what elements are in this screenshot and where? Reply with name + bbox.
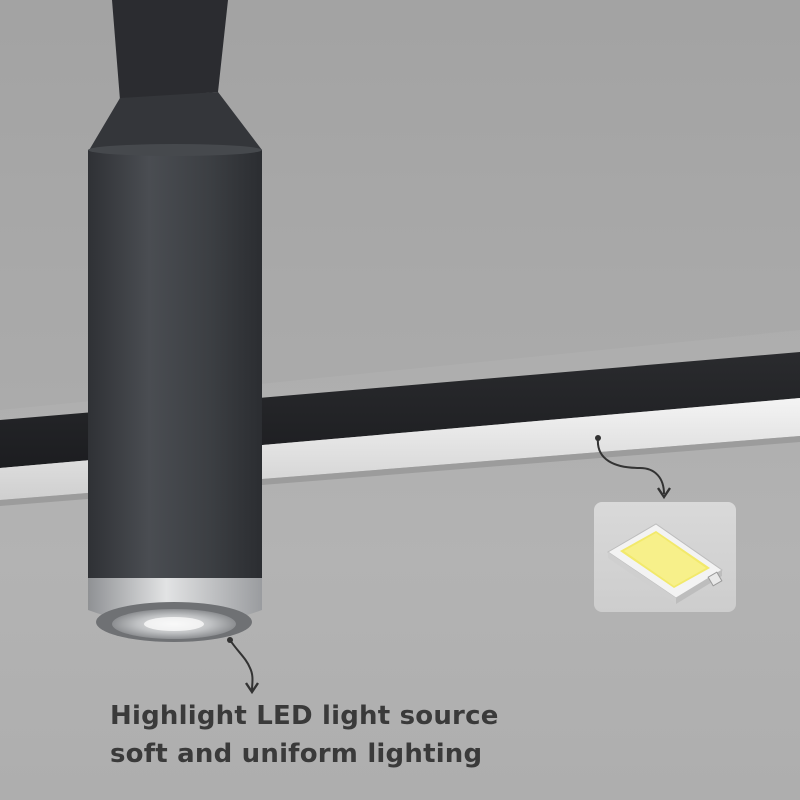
arrow-to-spotlight-text-icon	[227, 637, 259, 695]
caption-line-1: Highlight LED light source	[110, 701, 499, 731]
caption-line-2: soft and uniform lighting	[110, 739, 483, 769]
spotlight-fixture	[88, 92, 262, 642]
feature-caption: Highlight LED light source soft and unif…	[110, 697, 499, 773]
ceiling-mount	[112, 0, 228, 100]
led-chip-callout	[594, 502, 736, 612]
arrow-to-led-chip-icon	[595, 435, 671, 500]
smd-led-chip-icon	[607, 523, 723, 604]
